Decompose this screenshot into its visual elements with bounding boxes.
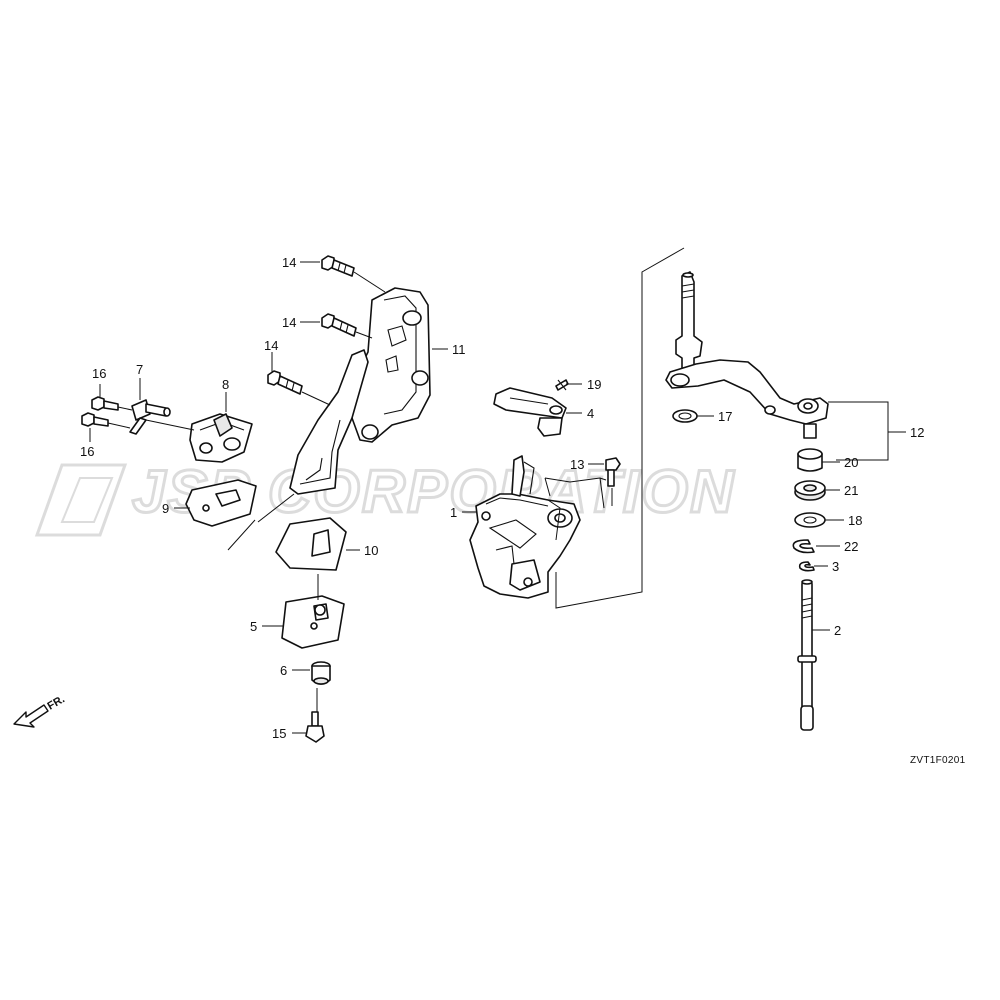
part-3-clip xyxy=(798,561,815,572)
diagram-code: ZVT1F0201 xyxy=(910,755,966,766)
part-20-bushing xyxy=(797,448,823,472)
callout-16-upper: 16 xyxy=(92,366,106,381)
watermark-logo-inner xyxy=(60,477,114,523)
part-21-seal xyxy=(794,480,826,501)
callout-12: 12 xyxy=(910,425,924,440)
part-14-bolt-middle xyxy=(321,313,357,337)
part-17-washer xyxy=(672,409,698,423)
part-7-rod xyxy=(129,399,195,435)
callout-4: 4 xyxy=(587,406,594,421)
part-5-plate xyxy=(281,595,345,649)
front-direction-indicator: FR. xyxy=(13,693,67,728)
part-6-bushing xyxy=(311,661,331,685)
callout-14-middle: 14 xyxy=(282,315,296,330)
callout-18: 18 xyxy=(848,513,862,528)
callout-6: 6 xyxy=(280,663,287,678)
part-15-bolt xyxy=(305,711,325,743)
callout-20: 20 xyxy=(844,455,858,470)
part-14-bolt-lower xyxy=(267,370,303,395)
part-14-bolt-top xyxy=(321,255,355,277)
callout-19: 19 xyxy=(587,377,601,392)
callout-21: 21 xyxy=(844,483,858,498)
part-22-clip xyxy=(792,539,815,554)
part-12-shaft-arm xyxy=(665,271,829,439)
watermark: JSP CORPORATION xyxy=(34,457,735,537)
callout-15: 15 xyxy=(272,726,286,741)
front-arrow-icon xyxy=(13,704,49,728)
callout-1: 1 xyxy=(450,505,457,520)
part-11-bracket xyxy=(351,287,431,443)
front-direction-label: FR. xyxy=(46,693,67,712)
callout-7: 7 xyxy=(136,362,143,377)
part-19-pin xyxy=(555,379,569,391)
part-13-screw xyxy=(605,457,621,487)
callout-14-top: 14 xyxy=(282,255,296,270)
callout-11: 11 xyxy=(452,342,466,357)
callout-3: 3 xyxy=(832,559,839,574)
callout-5: 5 xyxy=(250,619,257,634)
callout-17: 17 xyxy=(718,409,732,424)
part-11-lever-plate xyxy=(289,349,369,495)
callout-2: 2 xyxy=(834,623,841,638)
part-4-arm xyxy=(493,387,567,437)
callout-8: 8 xyxy=(222,377,229,392)
callout-labels: 14 14 14 11 16 16 7 8 9 10 5 6 15 1 4 19… xyxy=(80,255,924,741)
callout-16-lower: 16 xyxy=(80,444,94,459)
callout-22: 22 xyxy=(844,539,858,554)
callout-13: 13 xyxy=(570,457,584,472)
part-2-shaft xyxy=(797,579,817,731)
part-16-bolt-upper xyxy=(91,396,119,411)
part-18-washer xyxy=(794,512,826,528)
part-10-pad xyxy=(275,517,347,571)
callout-leaders xyxy=(89,261,906,734)
part-16-bolt-lower xyxy=(81,412,109,427)
part-8-housing xyxy=(189,413,253,463)
callout-10: 10 xyxy=(364,543,378,558)
part-9-plate xyxy=(185,479,257,527)
callout-9: 9 xyxy=(162,501,169,516)
callout-14-lower: 14 xyxy=(264,338,278,353)
